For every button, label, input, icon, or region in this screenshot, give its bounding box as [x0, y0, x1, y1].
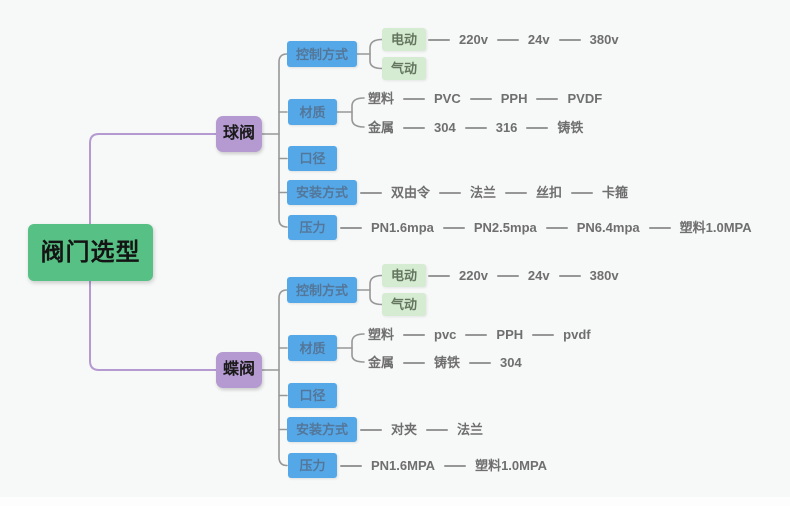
connector-segment: [428, 38, 450, 41]
connector-segment: [442, 226, 465, 229]
branch-node-ball-valve[interactable]: 球阀: [216, 116, 262, 152]
ball-install-chain: 双由令 法兰 丝扣 卡箍: [360, 182, 628, 203]
leaf-butterfly-pph[interactable]: PPH: [496, 327, 524, 342]
ball-plastic-chain: 塑料 PVC PPH PVDF: [368, 88, 602, 109]
butterfly-voltage-chain: 220v 24v 380v: [428, 265, 619, 286]
ball-pressure-chain: PN1.6mpa PN2.5mpa PN6.4mpa 塑料1.0MPA: [340, 217, 752, 238]
category-butterfly-material[interactable]: 材质: [288, 335, 337, 361]
connector-segment: [465, 333, 488, 336]
connector-segment: [545, 226, 568, 229]
connector-segment: [648, 226, 671, 229]
category-butterfly-pressure[interactable]: 压力: [288, 453, 337, 478]
connector-segment: [428, 274, 450, 277]
leaf-ball-voltage-24v[interactable]: 24v: [527, 32, 550, 47]
leaf-ball-pn25[interactable]: PN2.5mpa: [473, 220, 537, 235]
connector-segment: [444, 464, 467, 467]
leaf-ball-flange[interactable]: 法兰: [470, 185, 497, 200]
leaf-butterfly-pvdf[interactable]: pvdf: [563, 327, 591, 342]
connector-segment: [532, 333, 555, 336]
connector-segment: [536, 97, 559, 100]
leaf-ball-thread[interactable]: 丝扣: [536, 185, 563, 200]
leaf-butterfly-pvc[interactable]: pvc: [434, 327, 457, 342]
connector-segment: [439, 191, 462, 194]
leaf-ball-voltage-220v[interactable]: 220v: [459, 32, 488, 47]
connector-segment: [496, 274, 519, 277]
category-butterfly-diameter[interactable]: 口径: [288, 383, 337, 408]
leaf-butterfly-voltage-24v[interactable]: 24v: [527, 268, 550, 283]
butterfly-metal-chain: 金属 铸铁 304: [368, 352, 522, 373]
category-butterfly-control-method[interactable]: 控制方式: [287, 277, 357, 303]
page-bottom-strip: [0, 497, 790, 506]
root-node-valve-selection[interactable]: 阀门选型: [28, 224, 153, 281]
leaf-ball-clamp[interactable]: 卡箍: [602, 185, 629, 200]
ball-voltage-chain: 220v 24v 380v: [428, 29, 619, 50]
leaf-ball-pvdf[interactable]: PVDF: [567, 91, 603, 106]
leaf-butterfly-plastic[interactable]: 塑料: [368, 327, 395, 342]
connector-segment: [496, 38, 519, 41]
connector-segment: [340, 464, 362, 467]
connector-segment: [360, 428, 382, 431]
leaf-butterfly-plastic-10[interactable]: 塑料1.0MPA: [475, 458, 548, 473]
category-ball-install-method[interactable]: 安装方式: [287, 180, 357, 205]
connector-segment: [403, 333, 426, 336]
leaf-butterfly-flange[interactable]: 法兰: [457, 422, 484, 437]
connector-segment: [558, 38, 581, 41]
butterfly-pressure-chain: PN1.6MPA 塑料1.0MPA: [340, 455, 547, 476]
leaf-ball-pn64[interactable]: PN6.4mpa: [576, 220, 640, 235]
ball-metal-chain: 金属 304 316 铸铁: [368, 117, 583, 138]
leaf-ball-304[interactable]: 304: [434, 120, 456, 135]
connector-segment: [403, 361, 426, 364]
option-butterfly-pneumatic[interactable]: 气动: [382, 293, 426, 316]
category-ball-pressure[interactable]: 压力: [288, 215, 337, 240]
connector-segment: [505, 191, 528, 194]
option-butterfly-electric[interactable]: 电动: [382, 264, 426, 287]
leaf-ball-pvc[interactable]: PVC: [434, 91, 461, 106]
connector-segment: [426, 428, 449, 431]
leaf-butterfly-wafer[interactable]: 对夹: [391, 422, 418, 437]
category-ball-material[interactable]: 材质: [288, 99, 337, 125]
connector-segment: [360, 191, 382, 194]
category-butterfly-install-method[interactable]: 安装方式: [287, 417, 357, 442]
connector-segment: [558, 274, 581, 277]
connector-segment: [403, 126, 426, 129]
category-ball-diameter[interactable]: 口径: [288, 146, 337, 171]
option-ball-pneumatic[interactable]: 气动: [382, 57, 426, 80]
leaf-ball-pph[interactable]: PPH: [500, 91, 528, 106]
leaf-butterfly-metal[interactable]: 金属: [368, 355, 395, 370]
leaf-butterfly-voltage-380v[interactable]: 380v: [589, 268, 619, 283]
leaf-butterfly-304[interactable]: 304: [500, 355, 522, 370]
branch-node-butterfly-valve[interactable]: 蝶阀: [216, 352, 262, 388]
leaf-ball-plastic-10[interactable]: 塑料1.0MPA: [679, 220, 752, 235]
leaf-ball-voltage-380v[interactable]: 380v: [589, 32, 619, 47]
category-ball-control-method[interactable]: 控制方式: [287, 41, 357, 67]
leaf-butterfly-pn16[interactable]: PN1.6MPA: [371, 458, 436, 473]
leaf-ball-pn16[interactable]: PN1.6mpa: [371, 220, 434, 235]
connector-segment: [469, 97, 492, 100]
leaf-ball-plastic[interactable]: 塑料: [368, 91, 395, 106]
leaf-ball-union[interactable]: 双由令: [391, 185, 431, 200]
butterfly-install-chain: 对夹 法兰: [360, 419, 483, 440]
connector-segment: [464, 126, 487, 129]
leaf-ball-316[interactable]: 316: [495, 120, 518, 135]
leaf-butterfly-voltage-220v[interactable]: 220v: [459, 268, 488, 283]
option-ball-electric[interactable]: 电动: [382, 28, 426, 51]
butterfly-plastic-chain: 塑料 pvc PPH pvdf: [368, 324, 591, 345]
connector-segment: [403, 97, 426, 100]
leaf-butterfly-cast-iron[interactable]: 铸铁: [434, 355, 461, 370]
connector-segment: [571, 191, 594, 194]
connector-segment: [526, 126, 549, 129]
leaf-ball-metal[interactable]: 金属: [368, 120, 395, 135]
connector-segment: [469, 361, 492, 364]
connector-segment: [340, 226, 362, 229]
leaf-ball-cast-iron[interactable]: 铸铁: [557, 120, 584, 135]
